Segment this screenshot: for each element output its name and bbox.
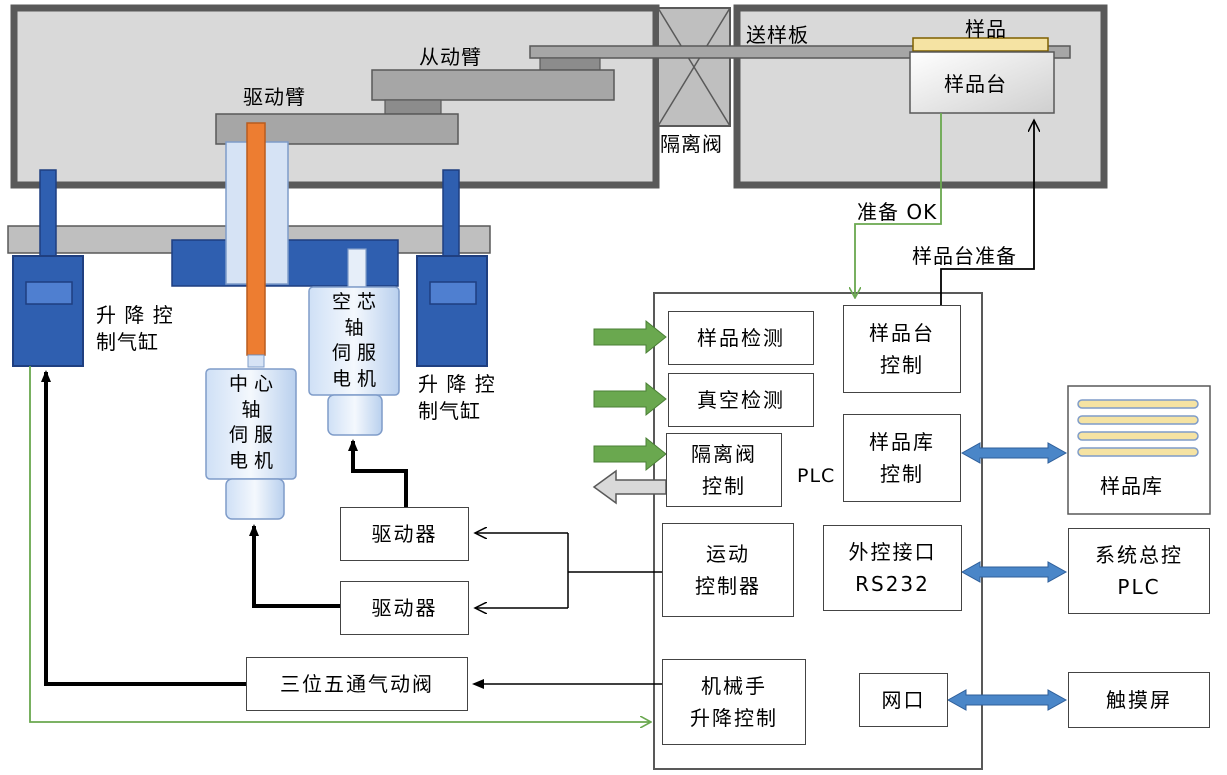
right-cylinder <box>416 255 488 367</box>
sample-stage <box>909 51 1055 114</box>
sample-stage-label: 样品台 <box>944 72 1007 96</box>
master-plc-box: 系统总控 PLC <box>1068 528 1210 614</box>
driver-bottom-box: 驱动器 <box>340 581 469 635</box>
vacuum-detect-box: 真空检测 <box>668 373 814 427</box>
sample-library-label: 样品库 <box>1100 474 1163 498</box>
gate-valve-label: 隔离阀 <box>660 132 723 156</box>
plc-label: PLC <box>797 465 836 487</box>
driven-arm <box>371 69 615 101</box>
network-port-box: 网口 <box>859 673 948 727</box>
driver-top-box: 驱动器 <box>340 507 469 561</box>
sample-detect-box: 样品检测 <box>668 311 814 365</box>
pneumatic-valve-box: 三位五通气动阀 <box>246 657 468 711</box>
motion-controller-box: 运动 控制器 <box>662 523 794 617</box>
stage-control-box: 样品台 控制 <box>843 305 961 393</box>
left-cylinder-label-1: 升 降 控 <box>96 303 174 327</box>
hollow-motor-label: 空 芯 轴 伺 服 电 机 <box>331 291 377 390</box>
left-cylinder <box>12 255 84 367</box>
center-shaft <box>246 122 266 356</box>
touchscreen-box: 触摸屏 <box>1068 672 1210 728</box>
sample-label: 样品 <box>965 17 1007 41</box>
gate-valve-control-box: 隔离阀 控制 <box>666 433 782 507</box>
center-motor-label: 中 心 轴 伺 服 电 机 <box>228 373 274 472</box>
driven-arm-label: 从动臂 <box>419 45 482 69</box>
transfer-plate-label: 送样板 <box>746 23 809 47</box>
sample <box>912 37 1049 52</box>
library-control-box: 样品库 控制 <box>843 414 961 502</box>
right-cylinder-label-2: 制气缸 <box>418 399 481 423</box>
left-cylinder-label-2: 制气缸 <box>96 330 159 354</box>
stage-prepare-label: 样品台准备 <box>912 244 1017 268</box>
robot-lift-control-box: 机械手 升降控制 <box>662 659 806 745</box>
right-cylinder-label-1: 升 降 控 <box>418 372 496 396</box>
drive-arm-label: 驱动臂 <box>243 85 306 109</box>
ready-ok-label: 准备 OK <box>857 200 938 224</box>
external-interface-box: 外控接口 RS232 <box>823 525 962 611</box>
